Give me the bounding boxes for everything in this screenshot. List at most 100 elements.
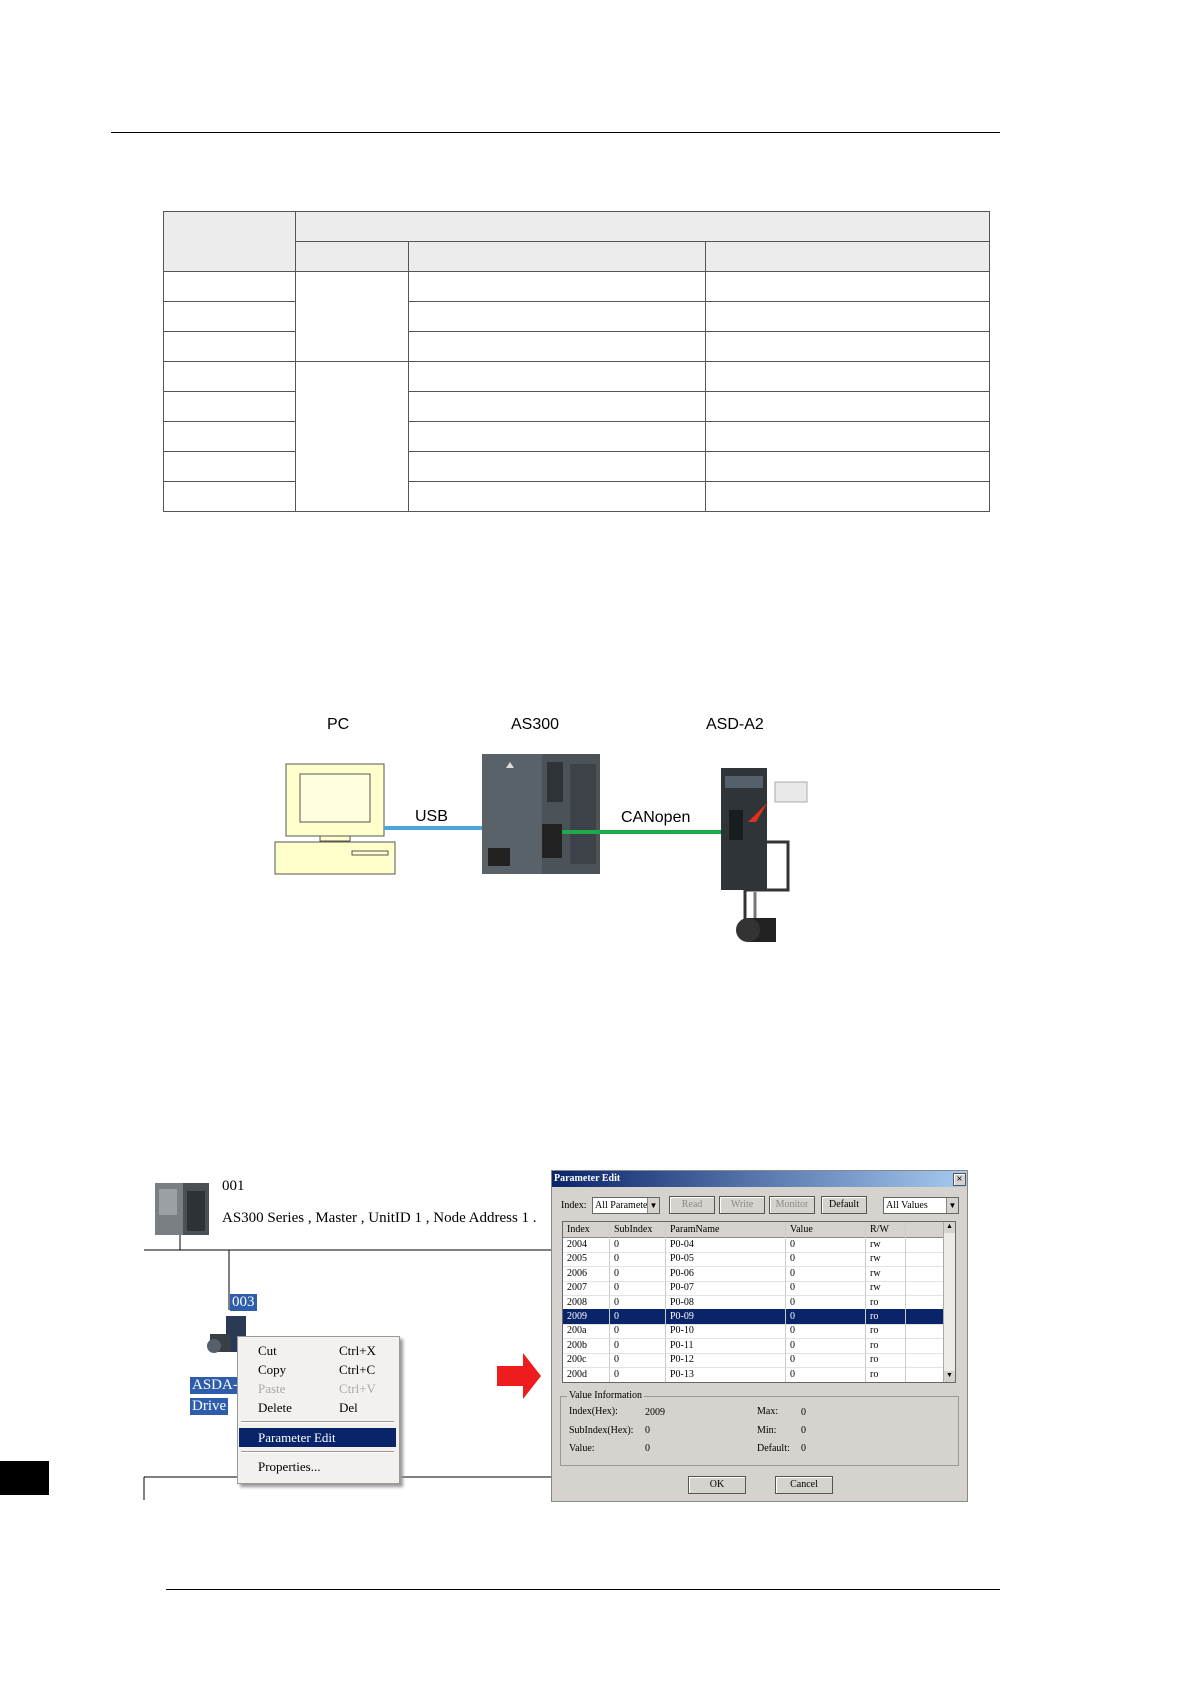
cell-subindex: 0 [610,1309,666,1324]
cell-paramname: P0-06 [666,1265,786,1281]
usb-label: USB [415,808,448,825]
as300-master-icon[interactable] [155,1183,209,1235]
cell-value: 0 [786,1309,866,1324]
asda-label: ASD-A2 [706,716,764,733]
cell-subindex: 0 [610,1237,666,1252]
menu-separator [241,1451,394,1453]
cell-paramname: P0-07 [666,1280,786,1296]
value-information-group: Value Information Index(Hex): 2009 SubIn… [560,1390,959,1466]
cell-paramname: P0-12 [666,1352,786,1368]
values-select[interactable]: All Values▼ [883,1197,959,1214]
cell-subindex: 0 [610,1366,666,1382]
index-hex-value: 2009 [645,1407,665,1418]
cell-value: 0 [786,1366,866,1382]
cell-paramname: P0-13 [666,1366,786,1382]
spec-table [163,211,991,512]
header-rule [111,132,1000,133]
cell-index: 2008 [563,1294,610,1310]
cell-paramname: P0-08 [666,1294,786,1310]
cell-index: 200b [563,1337,610,1353]
scroll-up-icon[interactable]: ▲ [944,1222,955,1233]
default-button[interactable]: Default [821,1196,867,1214]
index-select[interactable]: All Paramete▼ [592,1197,660,1214]
table-header-cell [294,211,991,242]
cell-rw: ro [866,1366,906,1382]
menu-item-properties[interactable]: Properties... [258,1459,321,1474]
dialog-title: Parameter Edit [554,1173,621,1184]
max-value: 0 [801,1407,806,1418]
grid-scrollbar[interactable]: ▲ ▼ [943,1222,955,1382]
value-label: Value: [569,1443,595,1454]
cancel-button[interactable]: Cancel [775,1476,833,1494]
asda-drive-node-icon[interactable] [206,1316,252,1360]
column-header-index[interactable]: Index [563,1222,610,1237]
value-info-title: Value Information [567,1390,645,1401]
ok-button[interactable]: OK [688,1476,746,1494]
cell-rw: rw [866,1237,906,1252]
cell-paramname: P0-04 [666,1237,786,1252]
cell-subindex: 0 [610,1323,666,1339]
max-label: Max: [757,1406,779,1417]
cell-rw: ro [866,1294,906,1310]
slave-name-line1[interactable]: ASDA- [190,1377,240,1394]
monitor-button[interactable]: Monitor [769,1196,815,1214]
chevron-down-icon: ▼ [946,1198,958,1213]
footer-rule [166,1589,1000,1590]
read-button[interactable]: Read [669,1196,715,1214]
value-value: 0 [645,1443,650,1454]
column-header-value[interactable]: Value [786,1222,866,1237]
cell-value: 0 [786,1323,866,1339]
close-icon[interactable]: × [953,1173,966,1186]
cell-rw: ro [866,1323,906,1339]
cell-value: 0 [786,1265,866,1281]
cell-index: 200c [563,1352,610,1368]
slave-name-line2[interactable]: Drive [190,1398,229,1415]
slave-number[interactable]: 003 [230,1294,257,1311]
cell-paramname: P0-11 [666,1337,786,1353]
cell-paramname: P0-09 [666,1309,786,1324]
parameter-edit-dialog: Parameter Edit × Index: All Paramete▼ Re… [551,1170,968,1502]
table-header-cell [163,211,296,272]
cell-subindex: 0 [610,1337,666,1353]
index-hex-label: Index(Hex): [569,1406,618,1417]
column-header-rw[interactable]: R/W [866,1222,906,1237]
write-button[interactable]: Write [719,1196,765,1214]
scroll-down-icon[interactable]: ▼ [944,1371,955,1382]
cell-index: 2004 [563,1237,610,1252]
cell-index: 2005 [563,1251,610,1267]
page-tab-marker [0,1461,49,1495]
chevron-down-icon: ▼ [647,1198,659,1213]
cell-index: 2006 [563,1265,610,1281]
default-label: Default: [757,1443,790,1454]
subindex-hex-label: SubIndex(Hex): [569,1425,634,1436]
menu-item-parameter-edit[interactable]: Parameter Edit [239,1428,396,1447]
master-description: AS300 Series , Master , UnitID 1 , Node … [222,1210,537,1226]
subindex-hex-value: 0 [645,1425,650,1436]
cell-paramname: P0-05 [666,1251,786,1267]
cell-subindex: 0 [610,1251,666,1267]
column-header-paramname[interactable]: ParamName [666,1222,786,1237]
cell-rw: ro [866,1309,906,1324]
cell-value: 0 [786,1280,866,1296]
connection-diagram [274,754,808,942]
as300-plc-image [482,754,600,874]
column-header-subindex[interactable]: SubIndex [610,1222,666,1237]
grid-header: Index SubIndex ParamName Value R/W [563,1222,943,1238]
cell-value: 0 [786,1237,866,1252]
servo-motor-image [736,918,776,942]
cell-index: 200a [563,1323,610,1339]
